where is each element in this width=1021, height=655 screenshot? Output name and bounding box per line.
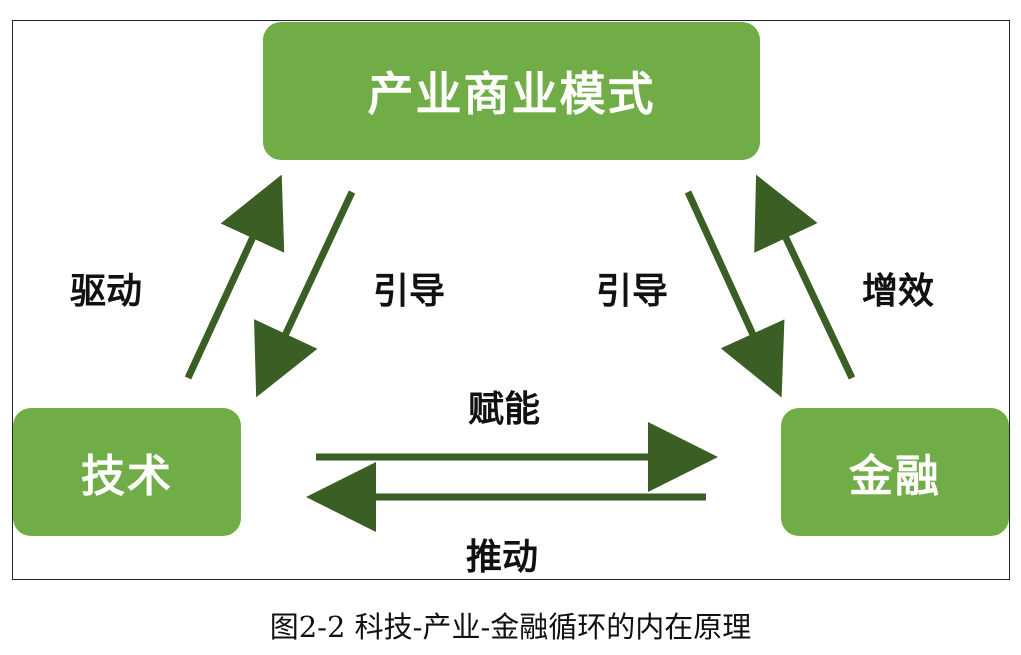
- label-push: 推动: [466, 537, 539, 578]
- arrow-guide-left: [254, 190, 356, 398]
- label-boost: 增效: [862, 271, 935, 312]
- label-empower: 赋能: [468, 389, 541, 430]
- node-finance: 金融: [781, 408, 1009, 536]
- node-industry-business-model: 产业商业模式: [263, 22, 760, 160]
- arrow-guide-right: [684, 190, 785, 398]
- node-technology: 技术: [13, 408, 241, 536]
- arrow-drive: [184, 174, 285, 380]
- label-drive: 驱动: [70, 271, 143, 312]
- label-guide-left: 引导: [373, 271, 446, 312]
- label-guide-right: 引导: [596, 271, 669, 312]
- figure-caption: 图2-2 科技-产业-金融循环的内在原理: [269, 610, 752, 644]
- arrow-boost: [754, 174, 856, 380]
